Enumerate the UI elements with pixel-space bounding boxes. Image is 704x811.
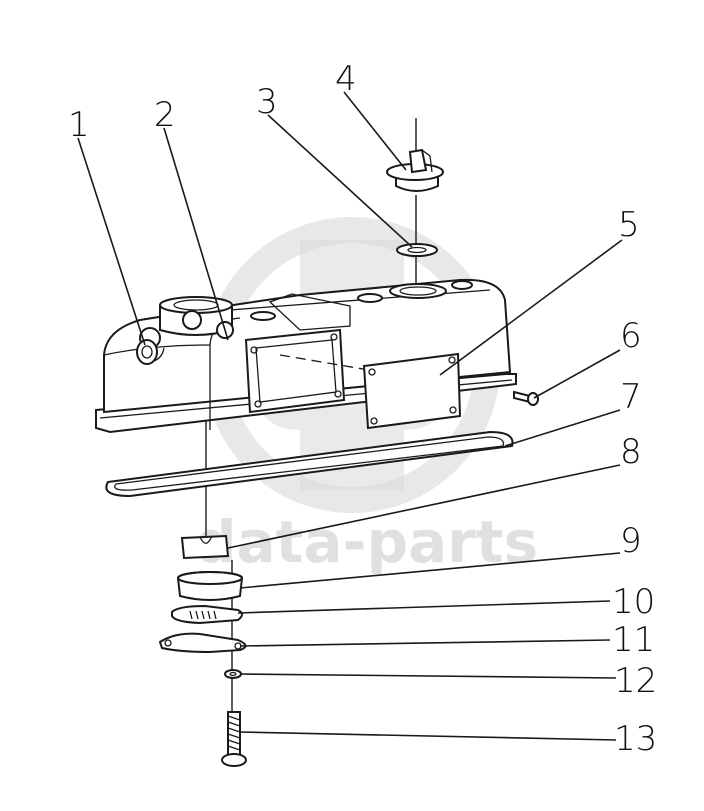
callout-5: 5 [618,205,640,245]
callout-1: 1 [68,105,90,145]
part-3-seal [396,243,438,257]
leader-lines [77,91,623,741]
callout-2: 2 [154,95,176,135]
part-6-screw [513,390,539,406]
part-7-gasket [105,430,514,498]
callout-8: 8 [620,432,642,472]
part-4-filler-cap [386,148,444,192]
callout-12: 12 [614,661,657,701]
part-13-bolt [221,711,247,767]
part-1-fitting [136,339,158,365]
part-8-bracket [180,534,230,560]
callout-4: 4 [335,59,357,99]
callout-3: 3 [256,82,278,122]
callout-9: 9 [620,521,642,561]
part-10-baffle [171,604,243,625]
callout-6: 6 [620,316,642,356]
callout-13: 13 [614,719,657,759]
part-5-cover-plate [362,352,462,430]
callout-7: 7 [620,377,642,417]
part-12-washer [224,669,242,679]
part-11-plate [158,632,247,654]
part-9-ring [177,571,243,601]
callout-10: 10 [612,582,655,622]
callout-11: 11 [612,620,655,660]
